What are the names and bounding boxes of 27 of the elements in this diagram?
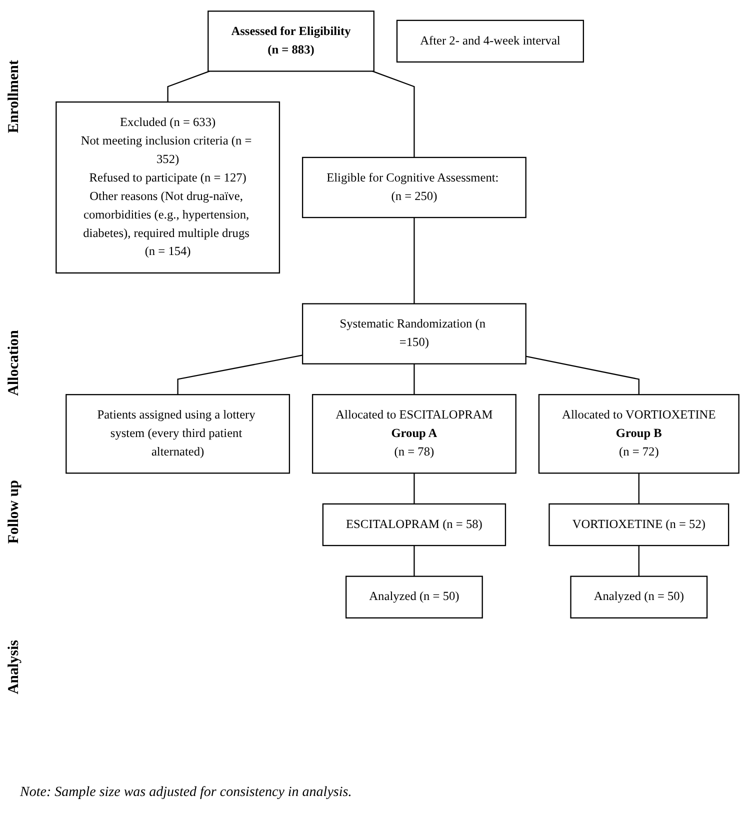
connector (526, 356, 640, 395)
connector (414, 546, 415, 576)
node-box: Systematic Randomization (n =150) (302, 303, 526, 364)
node-box: Patients assigned using a lottery system (every third patient alternated) (66, 394, 290, 474)
connector (638, 546, 640, 576)
connector (177, 354, 303, 395)
node-box: After 2- and 4-week interval (396, 20, 584, 63)
stage-label: Enrollment (6, 60, 23, 134)
node-box: Allocated to VORTIOXETINE Group B (n = 72) (538, 394, 740, 474)
node-box: VORTIOXETINE (n = 52) (548, 503, 730, 546)
node-box: Excluded (n = 633) Not meeting inclusion criteria (n = 352) Refused to participate (n = 127) Other reasons (Not drug-naïve, comorbidities (e.g., hypertension, diabetes), required multiple drugs (n = 154) (56, 101, 280, 274)
stage-label: Allocation (6, 330, 23, 396)
caption: Note: Sample size was adjusted for consistency in analysis. (20, 785, 352, 801)
connector (414, 218, 415, 304)
connector (638, 473, 640, 504)
connector (414, 473, 415, 504)
connector (167, 70, 210, 102)
connector (414, 364, 415, 395)
node-box: Eligible for Cognitive Assessment: (n = 250) (302, 156, 526, 218)
node-box: Analyzed (n = 50) (345, 576, 483, 618)
stage-label: Analysis (6, 640, 23, 694)
node-box: Assessed for Eligibility (n = 883) (208, 10, 374, 72)
stage-label: Follow up (6, 480, 23, 544)
node-box: Allocated to ESCITALOPRAM Group A (n = 78) (312, 394, 516, 474)
node-box: Analyzed (n = 50) (570, 576, 708, 618)
connector (372, 70, 415, 158)
node-box: ESCITALOPRAM (n = 58) (322, 503, 506, 546)
